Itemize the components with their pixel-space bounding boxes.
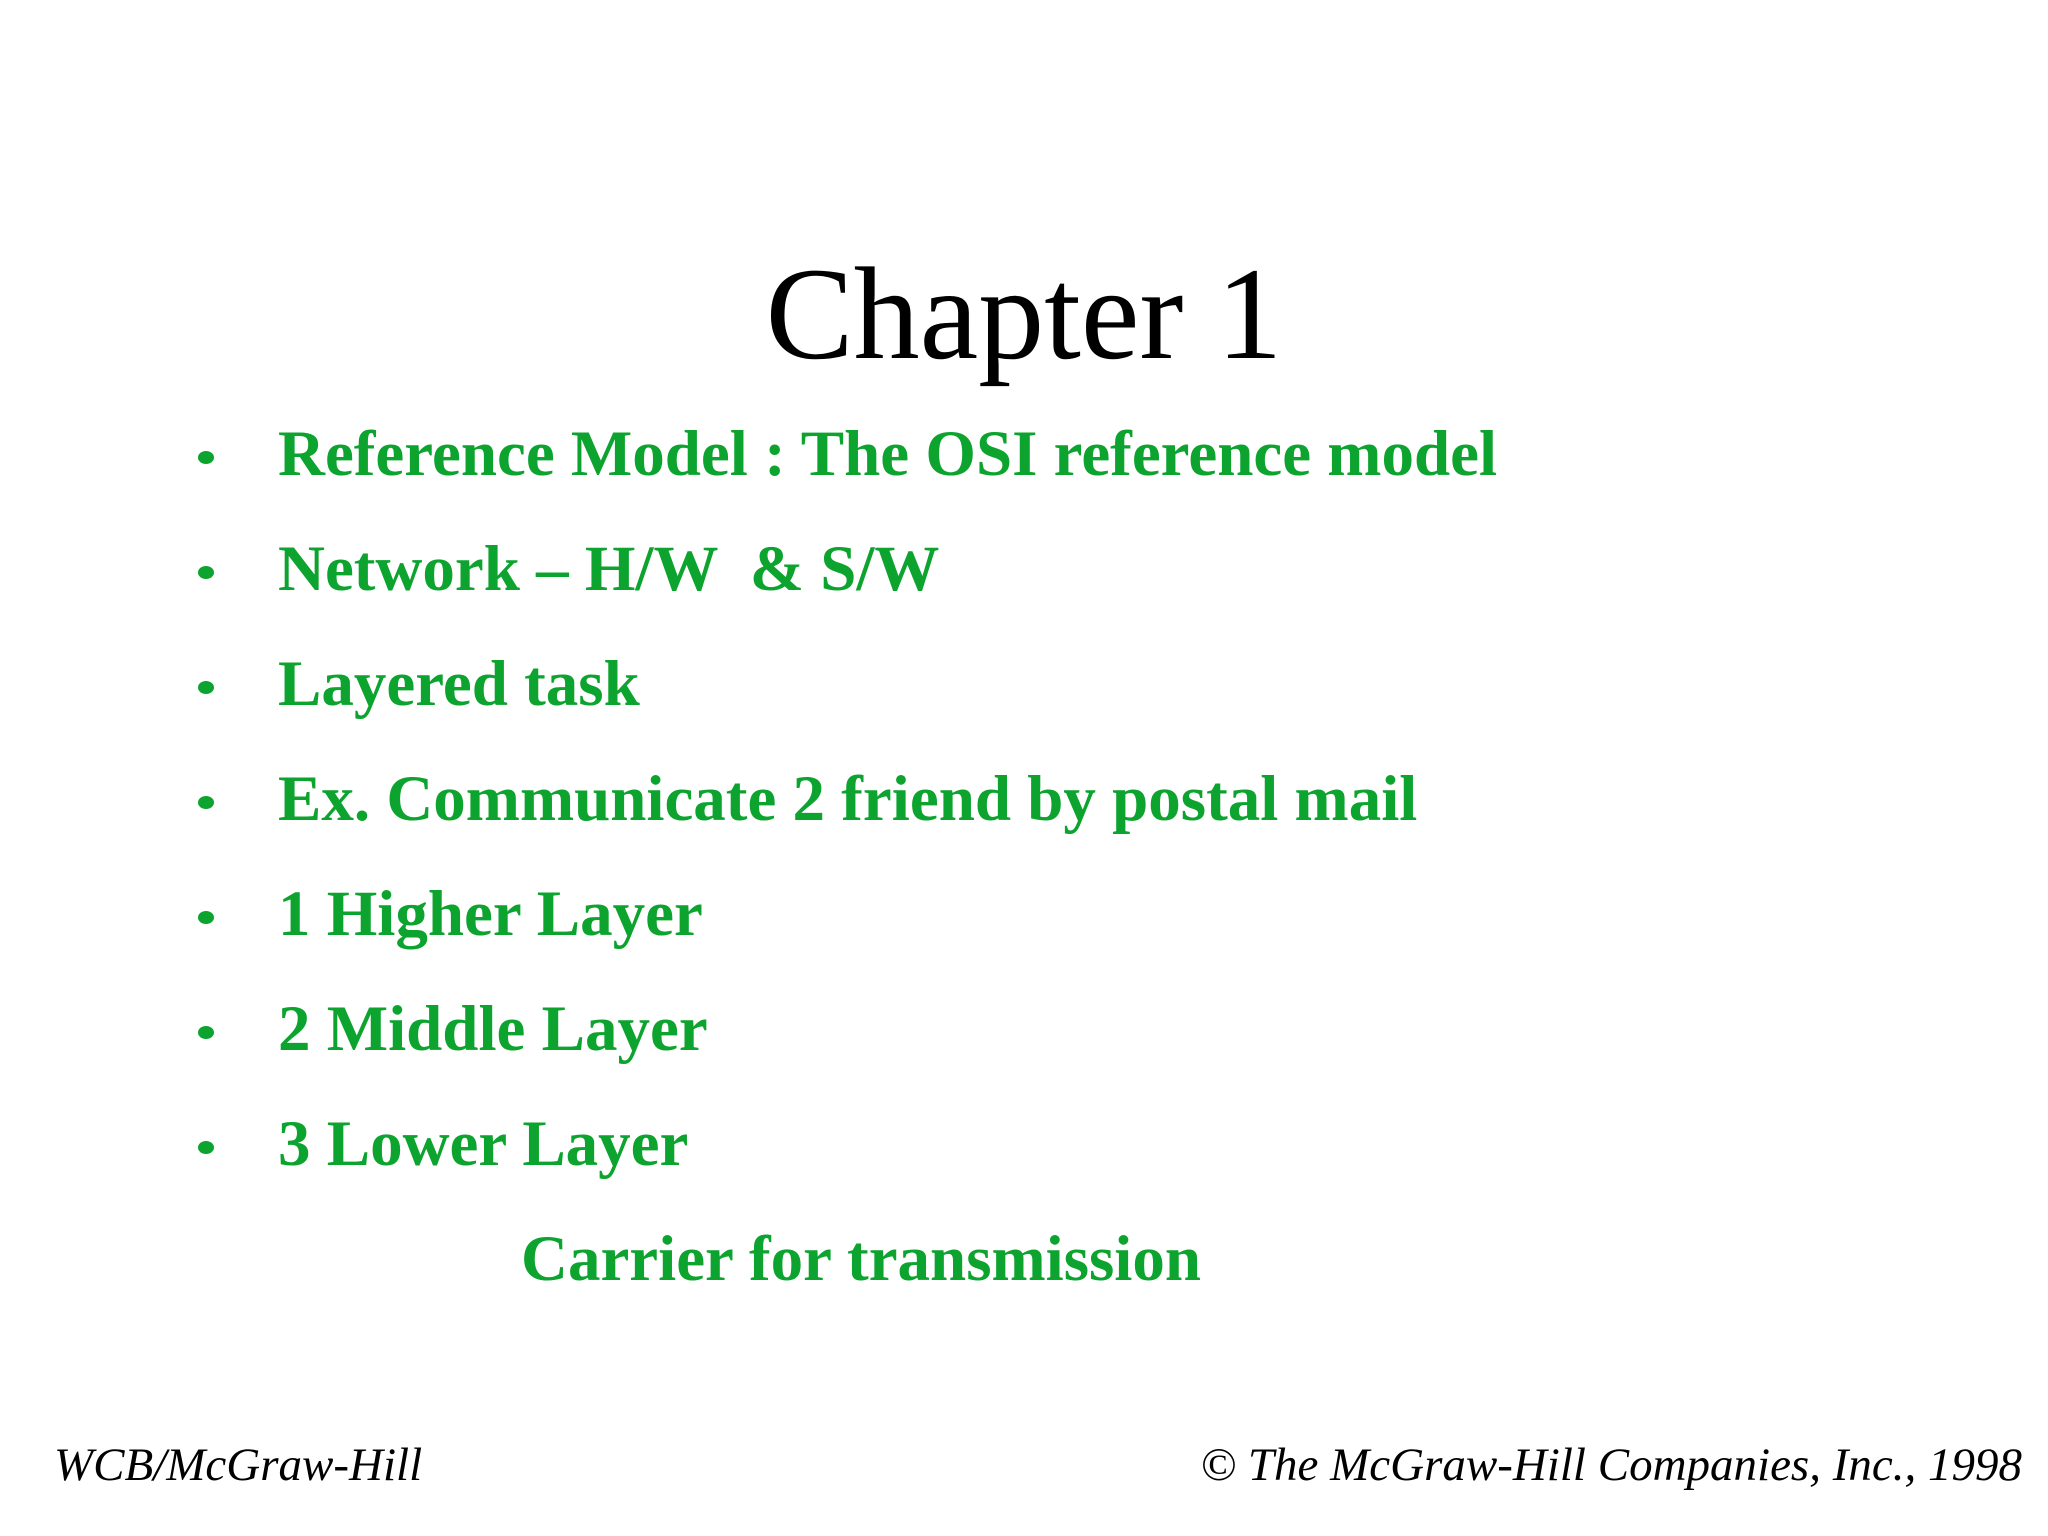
bullet-dot-icon	[198, 911, 214, 924]
bullet-item-label: 1 Higher Layer	[278, 878, 703, 950]
bullet-dot-icon	[198, 681, 214, 694]
bullet-item: Reference Model : The OSI reference mode…	[198, 397, 1988, 512]
bullet-item-label: Network – H/W & S/W	[278, 533, 940, 605]
bullet-item-indented: Carrier for transmission	[198, 1202, 1988, 1317]
bullet-item-label: Carrier for transmission	[521, 1223, 1201, 1295]
bullet-dot-icon	[198, 1141, 214, 1154]
bullet-item: 3 Lower Layer	[198, 1087, 1988, 1202]
bullet-item: Ex. Communicate 2 friend by postal mail	[198, 742, 1988, 857]
bullet-item-label: 3 Lower Layer	[278, 1108, 689, 1180]
bullet-item: 1 Higher Layer	[198, 857, 1988, 972]
bullet-list: Reference Model : The OSI reference mode…	[198, 397, 1988, 1317]
bullet-dot-icon	[198, 566, 214, 579]
bullet-dot-icon	[198, 451, 214, 464]
bullet-item: Layered task	[198, 627, 1988, 742]
bullet-item-label: Reference Model : The OSI reference mode…	[278, 418, 1498, 490]
bullet-dot-icon	[198, 1026, 214, 1039]
bullet-item: Network – H/W & S/W	[198, 512, 1988, 627]
footer-publisher: WCB/McGraw-Hill	[54, 1439, 423, 1491]
bullet-dot-icon	[198, 796, 214, 809]
bullet-item-label: 2 Middle Layer	[278, 993, 708, 1065]
bullet-item-label: Ex. Communicate 2 friend by postal mail	[278, 763, 1418, 835]
bullet-item: 2 Middle Layer	[198, 972, 1988, 1087]
footer-copyright: © The McGraw-Hill Companies, Inc., 1998	[1200, 1439, 2022, 1491]
slide-title: Chapter 1	[765, 240, 1283, 388]
bullet-item-label: Layered task	[278, 648, 640, 720]
